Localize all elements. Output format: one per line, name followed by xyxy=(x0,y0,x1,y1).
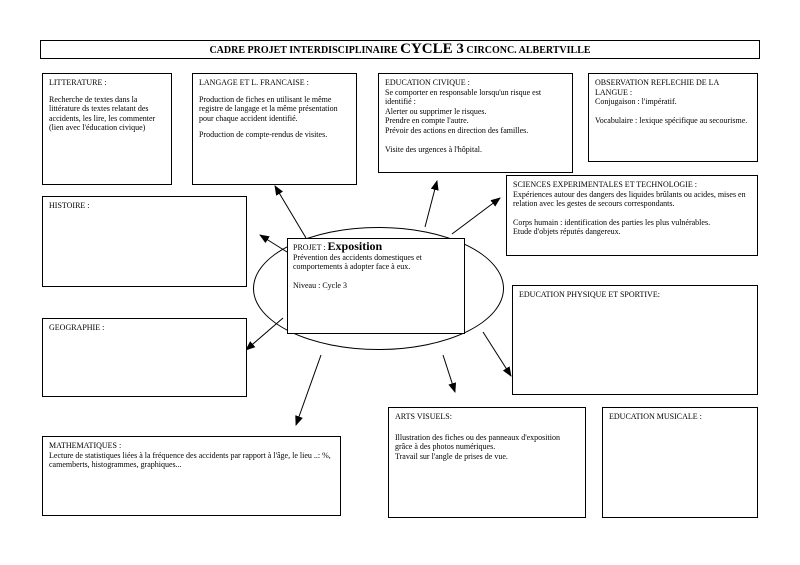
civique-line-2: Alerter ou supprimer le risques. xyxy=(385,106,487,116)
langage-heading: LANGAGE ET L. FRANCAISE : xyxy=(199,78,309,87)
title-suffix: CIRCONC. ALBERTVILLE xyxy=(463,45,591,56)
arrow-to-langage xyxy=(274,185,307,239)
sciences-line-1: Expériences autour des dangers des liqui… xyxy=(513,189,746,209)
arrow-to-maths xyxy=(295,354,322,426)
observation-heading: OBSERVATION REFLECHIE DE LA LANGUE : xyxy=(595,78,719,97)
observation-line-1: Conjugaison : l'impératif. xyxy=(595,97,677,107)
civique-heading: EDUCATION CIVIQUE : xyxy=(385,78,470,87)
maths-text: Lecture de statistiques liées à la fréqu… xyxy=(49,450,331,470)
observation-line-2: Vocabulaire : lexique spécifique au seco… xyxy=(595,115,748,125)
project-name: Exposition xyxy=(327,239,383,253)
mathematiques-box: MATHEMATIQUES : Lecture de statistiques … xyxy=(42,436,341,516)
sciences-line-3: Etude d'objets réputés dangereux. xyxy=(513,227,621,237)
center-ellipse xyxy=(253,227,504,350)
eps-heading: EDUCATION PHYSIQUE ET SPORTIVE: xyxy=(519,290,660,299)
title-prefix: CADRE PROJET INTERDISCIPLINAIRE xyxy=(209,45,401,56)
litterature-text: Recherche de textes dans la littérature … xyxy=(49,94,156,133)
maths-heading: MATHEMATIQUES : xyxy=(49,441,122,450)
civique-visite: Visite des urgences à l'hôpital. xyxy=(385,144,483,154)
education-musicale-box: EDUCATION MUSICALE : xyxy=(602,407,758,518)
project-niveau: Niveau : Cycle 3 xyxy=(293,280,347,290)
sciences-line-2: Corps humain : identification des partie… xyxy=(513,217,711,227)
geographie-box: GEOGRAPHIE : xyxy=(42,318,247,397)
project-description: Prévention des accidents domestiques et … xyxy=(293,252,422,272)
project-label: PROJET : xyxy=(293,243,328,252)
observation-box: OBSERVATION REFLECHIE DE LA LANGUE : Con… xyxy=(588,73,758,162)
litterature-heading: LITTERATURE : xyxy=(49,78,107,87)
civique-line-1: Se comporter en responsable lorsqu'un ri… xyxy=(385,87,542,107)
arts-visuels-box: ARTS VISUELS: Illustration des fiches ou… xyxy=(388,407,586,518)
arrow-to-arts xyxy=(442,354,457,393)
arrow-to-eps xyxy=(482,331,512,377)
project-box: PROJET : Exposition Prévention des accid… xyxy=(287,238,465,334)
langage-box: LANGAGE ET L. FRANCAISE : Production de … xyxy=(192,73,357,185)
histoire-heading: HISTOIRE : xyxy=(49,201,90,210)
title-cycle: CYCLE 3 xyxy=(400,41,464,57)
langage-text-1: Production de fiches en utilisant le mêm… xyxy=(199,94,338,123)
sciences-box: SCIENCES EXPERIMENTALES ET TECHNOLOGIE :… xyxy=(506,175,758,256)
diagram-title: CADRE PROJET INTERDISCIPLINAIRE CYCLE 3 … xyxy=(40,40,760,59)
histoire-box: HISTOIRE : xyxy=(42,196,247,287)
musicale-heading: EDUCATION MUSICALE : xyxy=(609,412,702,421)
arts-line-1: Illustration des fiches ou des panneaux … xyxy=(395,432,560,452)
education-civique-box: EDUCATION CIVIQUE : Se comporter en resp… xyxy=(378,73,573,173)
geographie-heading: GEOGRAPHIE : xyxy=(49,323,105,332)
litterature-box: LITTERATURE : Recherche de textes dans l… xyxy=(42,73,172,185)
eps-box: EDUCATION PHYSIQUE ET SPORTIVE: xyxy=(512,285,758,395)
langage-text-2: Production de compte-rendus de visites. xyxy=(199,130,328,140)
arts-heading: ARTS VISUELS: xyxy=(395,412,452,421)
civique-line-4: Prévoir des actions en direction des fam… xyxy=(385,125,529,135)
arrow-to-civique xyxy=(424,180,439,228)
sciences-heading: SCIENCES EXPERIMENTALES ET TECHNOLOGIE : xyxy=(513,180,697,189)
civique-line-3: Prendre en compte l'autre. xyxy=(385,116,469,126)
arts-line-2: Travail sur l'angle de prises de vue. xyxy=(395,451,508,461)
arrow-to-sciences xyxy=(451,197,501,235)
